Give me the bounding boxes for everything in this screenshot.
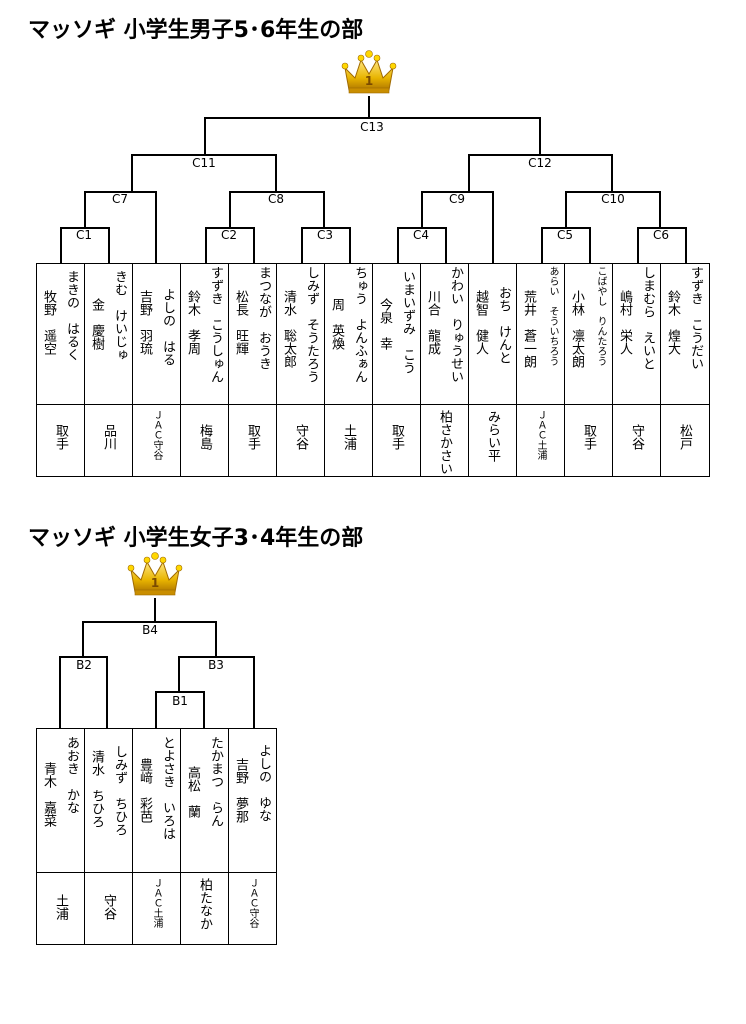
player-kana: まきの はるく bbox=[64, 270, 79, 361]
player-name: 鈴木 煌大 bbox=[665, 290, 680, 355]
player-kana: しみず ちひろ bbox=[112, 745, 127, 836]
player-kana: こばやし りんたろう bbox=[595, 266, 606, 366]
player-name: 鈴木 孝周 bbox=[185, 290, 200, 355]
player-club: 品川 bbox=[101, 424, 116, 450]
player-club: 松戸 bbox=[677, 424, 692, 450]
player-club: 守谷 bbox=[629, 424, 644, 450]
player-club: ＪＡＣ守谷 bbox=[151, 410, 162, 460]
player-kana: おち けんと bbox=[496, 286, 511, 364]
girls-roster-table bbox=[36, 728, 277, 945]
player-club: 柏たなか bbox=[197, 878, 212, 930]
player-kana: すずき こうしゅん bbox=[208, 266, 223, 383]
match-label-c3: C3 bbox=[315, 228, 335, 242]
player-club: ＪＡＣ土浦 bbox=[535, 410, 546, 460]
player-club: 梅島 bbox=[197, 424, 212, 450]
match-label-c2: C2 bbox=[219, 228, 239, 242]
player-kana: いまいずみ こう bbox=[400, 270, 415, 374]
match-label-c10: C10 bbox=[600, 192, 626, 206]
match-label-c5: C5 bbox=[555, 228, 575, 242]
player-name: 清水 ちひろ bbox=[89, 750, 104, 828]
svg-text:1: 1 bbox=[151, 576, 159, 590]
player-kana: あおき かな bbox=[64, 736, 79, 814]
player-name: 金 慶樹 bbox=[89, 298, 104, 350]
match-label-c1: C1 bbox=[74, 228, 94, 242]
player-kana: よしの はる bbox=[160, 288, 175, 366]
player-club: 土浦 bbox=[53, 894, 68, 920]
player-club: みらい平 bbox=[485, 410, 500, 462]
player-name: 荒井 蒼一朗 bbox=[521, 290, 536, 368]
player-name: 小林 凛太朗 bbox=[569, 290, 584, 368]
match-label-c9: C9 bbox=[447, 192, 467, 206]
player-club: 柏さかさい bbox=[437, 410, 452, 475]
player-name: 牧野 遥空 bbox=[41, 290, 56, 355]
player-kana: とよさき いろは bbox=[160, 736, 175, 840]
player-club: 守谷 bbox=[293, 424, 308, 450]
match-label-c13: C13 bbox=[359, 120, 385, 134]
player-name: 松長 旺輝 bbox=[233, 290, 248, 355]
match-label-c12: C12 bbox=[527, 156, 553, 170]
svg-text:1: 1 bbox=[365, 74, 373, 88]
player-club: 取手 bbox=[53, 424, 68, 450]
match-label-b1: B1 bbox=[171, 694, 189, 708]
player-club: 取手 bbox=[581, 424, 596, 450]
player-kana: まつなが おうき bbox=[256, 266, 271, 370]
player-kana: きむ けいじゅ bbox=[112, 270, 127, 361]
player-name: 吉野 羽琉 bbox=[137, 290, 152, 355]
player-name: 吉野 夢那 bbox=[233, 758, 248, 823]
match-label-c4: C4 bbox=[411, 228, 431, 242]
player-kana: しまむら えいと bbox=[640, 266, 655, 370]
player-club: ＪＡＣ土浦 bbox=[151, 878, 162, 928]
match-label-c6: C6 bbox=[651, 228, 671, 242]
match-label-b4: B4 bbox=[141, 623, 159, 637]
player-name: 豊﨑 彩芭 bbox=[137, 758, 152, 823]
match-label-c8: C8 bbox=[266, 192, 286, 206]
player-name: 清水 聡太郎 bbox=[281, 290, 296, 368]
player-kana: しみず そうたろう bbox=[304, 266, 319, 383]
girls-section-title: マッソギ 小学生女子3･4年生の部 bbox=[28, 526, 364, 551]
player-name: 高松 蘭 bbox=[185, 766, 200, 818]
player-kana: すずき こうだい bbox=[688, 266, 703, 370]
boys-section-title: マッソギ 小学生男子5･6年生の部 bbox=[28, 18, 364, 43]
player-name: 周 英煥 bbox=[329, 298, 344, 350]
player-name: 越智 健人 bbox=[473, 290, 488, 355]
player-club: 守谷 bbox=[101, 894, 116, 920]
boys-roster-table bbox=[36, 263, 710, 477]
player-kana: よしの ゆな bbox=[256, 744, 271, 822]
player-name: 青木 嘉菜 bbox=[41, 762, 56, 827]
player-kana: かわい りゅうせい bbox=[448, 266, 463, 383]
match-label-b3: B3 bbox=[207, 658, 225, 672]
boys-crown-icon: 1 bbox=[341, 50, 397, 94]
girls-crown-icon: 1 bbox=[127, 552, 183, 596]
player-club: 取手 bbox=[245, 424, 260, 450]
player-club: 取手 bbox=[389, 424, 404, 450]
player-kana: たかまつ らん bbox=[208, 736, 223, 827]
player-name: 嶋村 栄人 bbox=[617, 290, 632, 355]
player-club: 土浦 bbox=[341, 424, 356, 450]
match-label-c7: C7 bbox=[110, 192, 130, 206]
player-kana: あらい そういちろう bbox=[547, 266, 558, 366]
player-club: ＪＡＣ守谷 bbox=[247, 878, 258, 928]
player-name: 川合 龍成 bbox=[425, 290, 440, 355]
match-label-c11: C11 bbox=[191, 156, 217, 170]
player-name: 今泉 幸 bbox=[377, 298, 392, 350]
match-label-b2: B2 bbox=[75, 658, 93, 672]
player-kana: ちゅう よんふぁん bbox=[352, 266, 367, 383]
